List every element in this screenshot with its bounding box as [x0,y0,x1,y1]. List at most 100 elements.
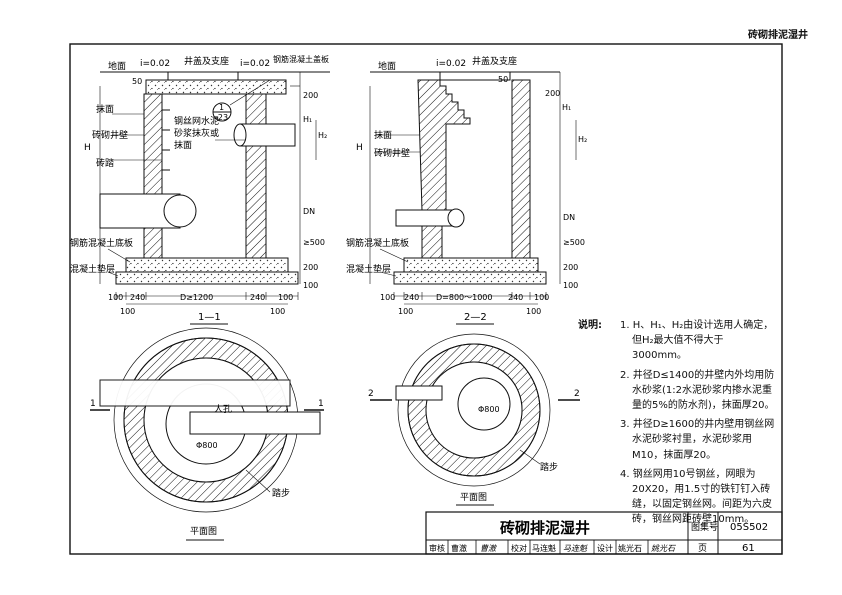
manhole-label: 人孔 [214,404,232,415]
mesh-note-2: 砂浆抹灰或 [174,127,219,139]
mesh-note-3: 抹面 [174,139,192,151]
notes-list: 1. H、H₁、H₂由设计选用人确定，但H₂最大值不得大于3000mm。 2. … [578,318,778,528]
slope-right-label: i=0.02 [240,59,270,69]
dim-bottom-4: 100 [278,293,293,302]
dim-bottom-0: 100 [108,293,123,302]
dim-DN-2: DN [563,213,575,222]
dim-ge500: ≥500 [303,238,325,247]
section-1-1 [99,71,330,305]
dim-200-top-2: 200 [545,89,560,98]
dim-bottom-2-2: D=800～1000 [436,293,493,302]
review-label: 审核 [429,543,445,553]
dim-200-bottom-2: 200 [563,263,578,272]
section-2-2-name: 2—2 [464,312,487,323]
cut-left-1: 1 [90,399,96,409]
dim-outer-100-right-2: 100 [526,307,541,316]
check-label: 校对 [511,543,527,553]
note-4: 4. 钢丝网用10号钢丝，网眼为20X20，用1.5寸的铁钉钉入砖缝，以固定钢丝… [620,468,772,526]
plan-left [90,327,324,513]
base-slab-label-2: 钢筋混凝土底板 [346,237,409,249]
callout-bottom: -23 [215,113,228,122]
plan-right-name: 平面图 [460,492,487,503]
brick-wall-label: 砖砌井壁 [92,129,128,141]
ground-label: 地面 [108,60,126,72]
d50-label-2: 50 [498,75,508,84]
atlas-number: 05S502 [730,522,768,533]
note-3: 3. 井径D≥1600的井内壁用钢丝网水泥砂浆衬里，水泥砂浆用M10，抹面厚20… [620,419,775,461]
dim-H-2: H [356,143,363,153]
note-2: 2. 井径D≤1400的井壁内外均用防水砂浆(1:2水泥砂浆内掺水泥重量的5%的… [620,369,775,412]
plaster-label-2: 抹面 [374,129,392,141]
cushion-label: 混凝土垫层 [70,263,115,275]
series-header: 砖砌排泥湿井 [748,30,808,41]
plan-left-dim: Φ800 [196,441,218,450]
page-number: 61 [742,543,755,554]
reviewer-name: 曹澈 [451,543,467,553]
ground-label-2: 地面 [378,60,396,72]
plan-left-step: 踏步 [272,487,290,499]
reviewer-signature: 曹澈 [480,544,497,553]
checker-name: 马连魁 [532,543,556,553]
dim-H1: H₁ [303,115,312,124]
dim-bottom-2-4: 100 [534,293,549,302]
cut-right-1: 1 [318,399,324,409]
dim-bottom-3: 240 [250,293,265,302]
dim-100-side-2: 100 [563,281,578,290]
plan-right-dim: Φ800 [478,405,500,414]
dim-DN: DN [303,207,315,216]
plan-right [370,333,580,487]
dim-bottom-2-1: 240 [404,293,419,302]
notes: 说明: 1. H、H₁、H₂由设计选用人确定，但H₂最大值不得大于3000mm。… [578,318,778,532]
note-1: 1. H、H₁、H₂由设计选用人确定，但H₂最大值不得大于3000mm。 [620,320,774,362]
dim-bottom-2: D≥1200 [180,293,213,302]
designer-name: 姚光石 [618,543,642,553]
dim-bottom-1: 240 [130,293,145,302]
dim-H: H [84,143,91,153]
dim-ge500-2: ≥500 [563,238,585,247]
section-2-2 [369,71,577,305]
dim-H2-2: H₂ [578,135,587,144]
page-label: 页 [698,543,707,554]
base-slab-label: 钢筋混凝土底板 [70,237,133,249]
section-1-1-name: 1—1 [198,312,221,323]
cover-label: 井盖及支座 [184,55,229,67]
slope-left-label: i=0.02 [140,59,170,69]
dim-outer-100-right: 100 [270,307,285,316]
drawing-title: 砖砌排泥湿井 [500,519,590,537]
dim-bottom-2-0: 100 [380,293,395,302]
dim-200-top: 200 [303,91,318,100]
brick-wall-label-2: 砖砌井壁 [374,147,410,159]
dim-100-side: 100 [303,281,318,290]
dim-H2: H₂ [318,131,327,140]
slope-label-2: i=0.02 [436,59,466,69]
dim-200-bottom: 200 [303,263,318,272]
title-block [425,511,783,555]
slab-cover-label: 钢筋混凝土盖板 [273,54,329,64]
dim-bottom-2-3: 240 [508,293,523,302]
callout-top: 1 [219,103,224,112]
cover-label-2: 井盖及支座 [472,55,517,67]
section-1-1-labels: 地面 i=0.02 井盖及支座 i=0.02 钢筋混凝土盖板 50 抹面 砖砌井… [70,54,329,323]
checker-signature: 马连魁 [563,544,588,553]
plan-right-labels: Φ800 踏步 2 2 平面图 [368,389,580,503]
footstep-label: 砖踏 [96,157,114,169]
design-label: 设计 [597,543,613,553]
title-block-text: 砖砌排泥湿井 图集号 05S502 审核 曹澈 曹澈 校对 马连魁 马连魁 设计… [429,519,768,554]
plan-left-labels: 人孔 Φ800 踏步 1 1 平面图 [90,399,324,537]
dim-outer-100-left: 100 [120,307,135,316]
notes-label: 说明: [578,320,602,331]
cut-right-2: 2 [574,389,580,399]
atlas-label: 图集号 [691,521,718,533]
dim-H1-2: H₁ [562,103,571,112]
plan-right-step: 踏步 [540,461,558,473]
designer-signature: 姚光石 [651,544,677,553]
d50-label: 50 [132,77,142,86]
mesh-note-1: 钢丝网水泥 [174,115,219,127]
section-2-2-labels: 地面 i=0.02 井盖及支座 50 抹面 砖砌井壁 钢筋混凝土底板 混凝土垫层… [346,55,587,323]
plan-left-name: 平面图 [190,526,217,537]
cut-left-2: 2 [368,389,374,399]
dim-outer-100-left-2: 100 [398,307,413,316]
cushion-label-2: 混凝土垫层 [346,263,391,275]
plaster-label: 抹面 [96,103,114,115]
